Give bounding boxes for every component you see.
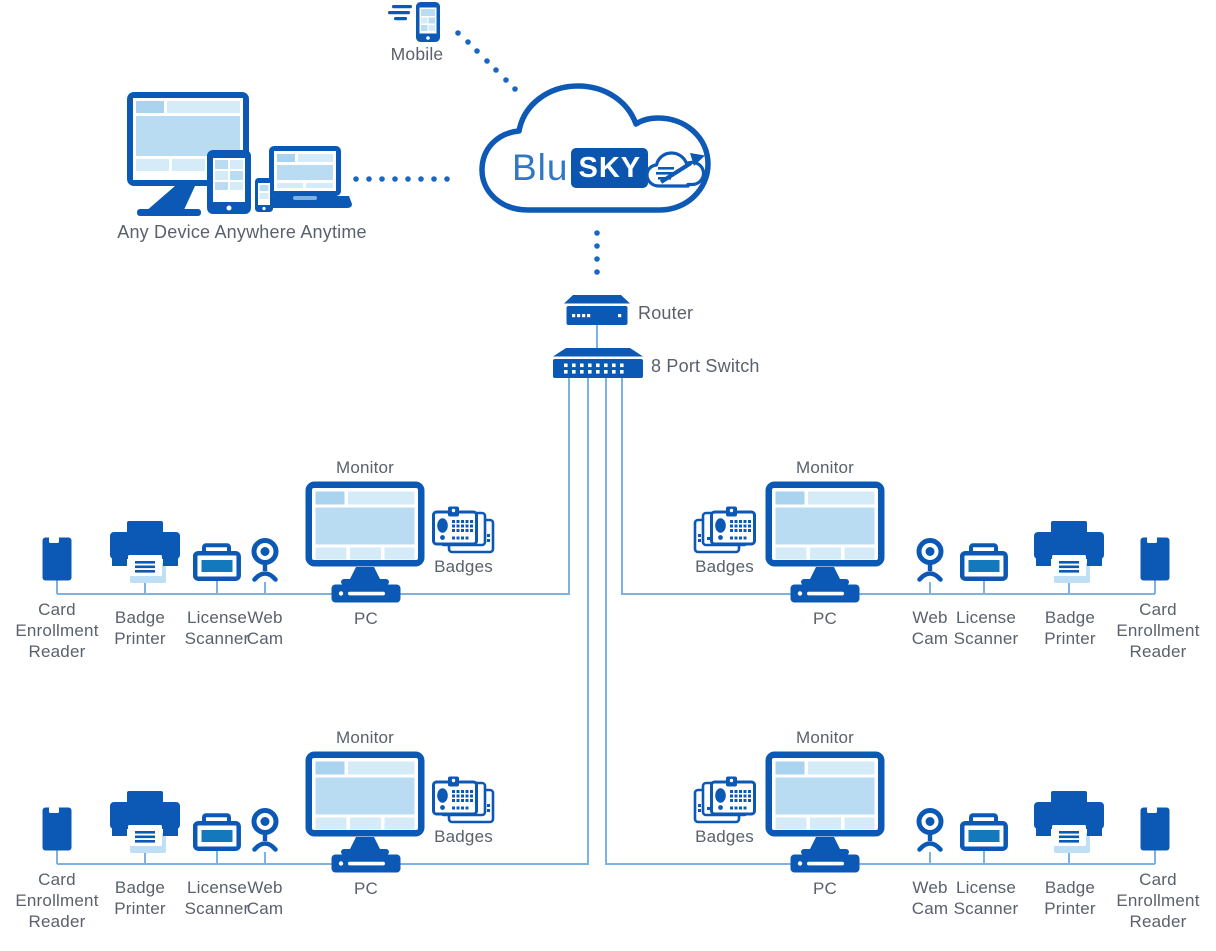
badge-printer-icon bbox=[110, 521, 180, 585]
blusky-logo: Blu SKY bbox=[512, 146, 706, 190]
badge-printer-icon bbox=[110, 791, 180, 855]
card-reader-label: Card Enrollment Reader bbox=[15, 870, 99, 931]
license-scanner-icon bbox=[960, 813, 1008, 851]
license-scanner-label: License Scanner bbox=[953, 878, 1019, 918]
dotted-link-cloud-router bbox=[594, 230, 600, 275]
badges-icon bbox=[432, 506, 495, 556]
any-device-label: Any Device Anywhere Anytime bbox=[117, 222, 367, 242]
badge-printer-label: Badge Printer bbox=[1044, 608, 1096, 648]
monitor-icon bbox=[765, 751, 885, 855]
monitor-icon bbox=[305, 481, 425, 585]
card-enrollment-reader-icon bbox=[1140, 537, 1170, 581]
license-scanner-icon bbox=[193, 543, 241, 581]
webcam-icon bbox=[249, 537, 281, 585]
mobile-label: Mobile bbox=[390, 44, 444, 64]
pc-label: PC bbox=[353, 879, 379, 898]
license-scanner-label: License Scanner bbox=[184, 608, 250, 648]
license-scanner-label: License Scanner bbox=[184, 878, 250, 918]
dotted-link-mobile-cloud bbox=[455, 30, 518, 92]
webcam-icon bbox=[914, 537, 946, 585]
monitor-label: Monitor bbox=[795, 458, 855, 477]
card-enrollment-reader-icon bbox=[42, 537, 72, 581]
bus-bottom-right bbox=[605, 378, 1155, 865]
bus-top-right bbox=[621, 378, 1155, 595]
badges-label: Badges bbox=[695, 827, 754, 846]
license-scanner-label: License Scanner bbox=[953, 608, 1019, 648]
webcam-label: Web Cam bbox=[911, 878, 949, 918]
card-reader-label: Card Enrollment Reader bbox=[1116, 600, 1200, 661]
badges-icon bbox=[693, 506, 756, 556]
badge-printer-label: Badge Printer bbox=[114, 608, 166, 648]
card-enrollment-reader-icon bbox=[1140, 807, 1170, 851]
pc-label: PC bbox=[812, 879, 838, 898]
badges-label: Badges bbox=[434, 827, 493, 846]
router-icon bbox=[564, 295, 630, 325]
pc-label: PC bbox=[353, 609, 379, 628]
license-scanner-icon bbox=[193, 813, 241, 851]
monitor-icon bbox=[305, 751, 425, 855]
badges-icon bbox=[432, 776, 495, 826]
logo-cloud-arrow-icon bbox=[645, 151, 706, 188]
bus-top-left bbox=[57, 378, 570, 595]
multi-device-icon bbox=[127, 92, 352, 216]
switch-label: 8 Port Switch bbox=[651, 356, 760, 376]
badges-label: Badges bbox=[434, 557, 493, 576]
switch-icon bbox=[553, 348, 643, 378]
pc-icon bbox=[790, 854, 860, 873]
card-reader-label: Card Enrollment Reader bbox=[15, 600, 99, 661]
logo-blu-text: Blu bbox=[512, 147, 569, 188]
monitor-icon bbox=[765, 481, 885, 585]
card-enrollment-reader-icon bbox=[42, 807, 72, 851]
webcam-label: Web Cam bbox=[246, 608, 284, 648]
webcam-label: Web Cam bbox=[911, 608, 949, 648]
pc-icon bbox=[331, 584, 401, 603]
pc-icon bbox=[790, 584, 860, 603]
bus-bottom-left bbox=[57, 378, 589, 865]
mobile-phone-icon bbox=[388, 2, 440, 42]
webcam-label: Web Cam bbox=[246, 878, 284, 918]
pc-icon bbox=[331, 854, 401, 873]
monitor-label: Monitor bbox=[795, 728, 855, 747]
cloud-icon bbox=[479, 83, 711, 213]
badge-printer-label: Badge Printer bbox=[114, 878, 166, 918]
webcam-icon bbox=[914, 807, 946, 855]
monitor-label: Monitor bbox=[335, 458, 395, 477]
webcam-icon bbox=[249, 807, 281, 855]
monitor-label: Monitor bbox=[335, 728, 395, 747]
logo-sky-text: SKY bbox=[571, 148, 649, 188]
badge-printer-icon bbox=[1034, 791, 1104, 855]
card-reader-label: Card Enrollment Reader bbox=[1116, 870, 1200, 931]
badges-label: Badges bbox=[695, 557, 754, 576]
badge-printer-label: Badge Printer bbox=[1044, 878, 1096, 918]
license-scanner-icon bbox=[960, 543, 1008, 581]
badges-icon bbox=[693, 776, 756, 826]
badge-printer-icon bbox=[1034, 521, 1104, 585]
router-label: Router bbox=[638, 303, 694, 323]
pc-label: PC bbox=[812, 609, 838, 628]
dotted-link-devices-cloud bbox=[353, 176, 450, 182]
